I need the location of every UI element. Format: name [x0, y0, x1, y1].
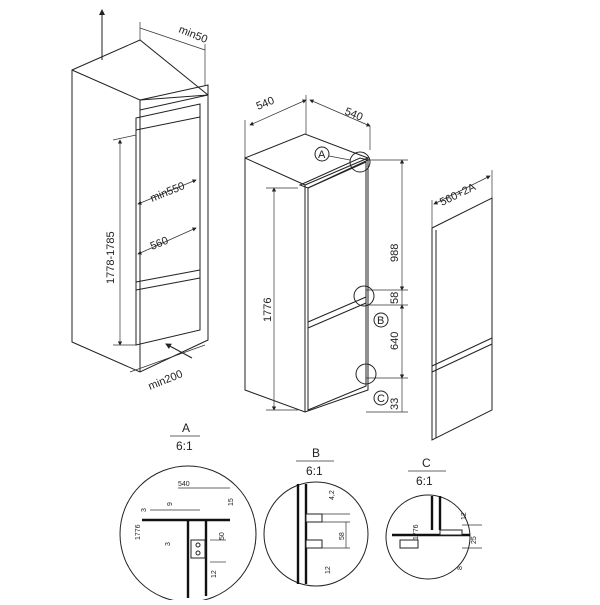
fridge-lower-door: 640	[389, 332, 401, 350]
fridge-height: 1776	[262, 298, 274, 322]
detail-c-label-0: 1776	[413, 524, 420, 540]
callout-circle-c	[355, 363, 377, 385]
detail-b-scale: 6:1	[306, 464, 323, 478]
detail-c-circle	[385, 494, 471, 580]
detail-c-label-1: 12	[461, 512, 468, 520]
cabinet-inner-depth: min550	[149, 180, 187, 205]
detail-a-scale: 6:1	[176, 439, 193, 453]
door-panel: 560+2A	[431, 170, 493, 441]
detail-b: B 6:1 4,2 58 12	[263, 446, 369, 587]
detail-a-label-2: 3	[141, 508, 148, 512]
detail-b-label-2: 12	[325, 566, 332, 574]
detail-a-label-3: 9	[167, 502, 174, 506]
detail-b-label-0: 4,2	[329, 490, 336, 500]
detail-b-circle	[263, 481, 369, 587]
fridge-bottom: 33	[389, 398, 401, 410]
detail-a-label-1: 15	[228, 498, 235, 506]
detail-a-label-4: 3	[165, 542, 172, 546]
detail-a: A 6:1 540 15 3 9 3 1776 50 12	[119, 421, 257, 603]
detail-c-label-3: 8	[457, 566, 464, 570]
callout-label-b: B	[377, 315, 384, 327]
cabinet-inner-width: 560	[149, 235, 171, 253]
detail-c-label-2: 25	[471, 536, 478, 544]
cabinet-vent: min200	[147, 368, 185, 393]
detail-b-label-1: 58	[339, 532, 346, 540]
fridge-upper-door: 988	[389, 244, 401, 262]
cabinet-niche: min50 min550 560 1778-1785 min200	[71, 9, 209, 393]
callout-label-c: C	[377, 393, 385, 405]
callout-label-a: A	[318, 149, 326, 161]
door-panel-outline	[431, 197, 493, 441]
detail-c-scale: 6:1	[416, 474, 433, 488]
detail-c: C 6:1 1776 12 25 8	[385, 456, 482, 580]
callout-circle-b	[353, 285, 375, 307]
detail-a-label-6: 50	[219, 532, 226, 540]
detail-b-title: B	[312, 446, 320, 460]
fridge-outline	[244, 133, 369, 413]
door-panel-width: 560+2A	[438, 181, 478, 209]
fridge-width: 540	[255, 95, 277, 113]
detail-a-title: A	[182, 421, 190, 435]
detail-a-label-5: 1776	[135, 524, 142, 540]
callout-circle-a	[349, 151, 371, 173]
cabinet-top-gap: min50	[177, 24, 209, 46]
fridge-depth: 540	[343, 106, 365, 124]
cabinet-niche-height: 1778-1785	[105, 231, 117, 284]
detail-a-label-0: 540	[178, 481, 190, 488]
detail-c-title: C	[422, 456, 431, 470]
detail-a-label-7: 12	[211, 570, 218, 578]
air-inlet-arrow	[165, 343, 193, 359]
fridge-gap: 58	[389, 292, 401, 304]
fridge-unit: 540 540 1776 988 58 640 33 A B C	[244, 95, 408, 413]
